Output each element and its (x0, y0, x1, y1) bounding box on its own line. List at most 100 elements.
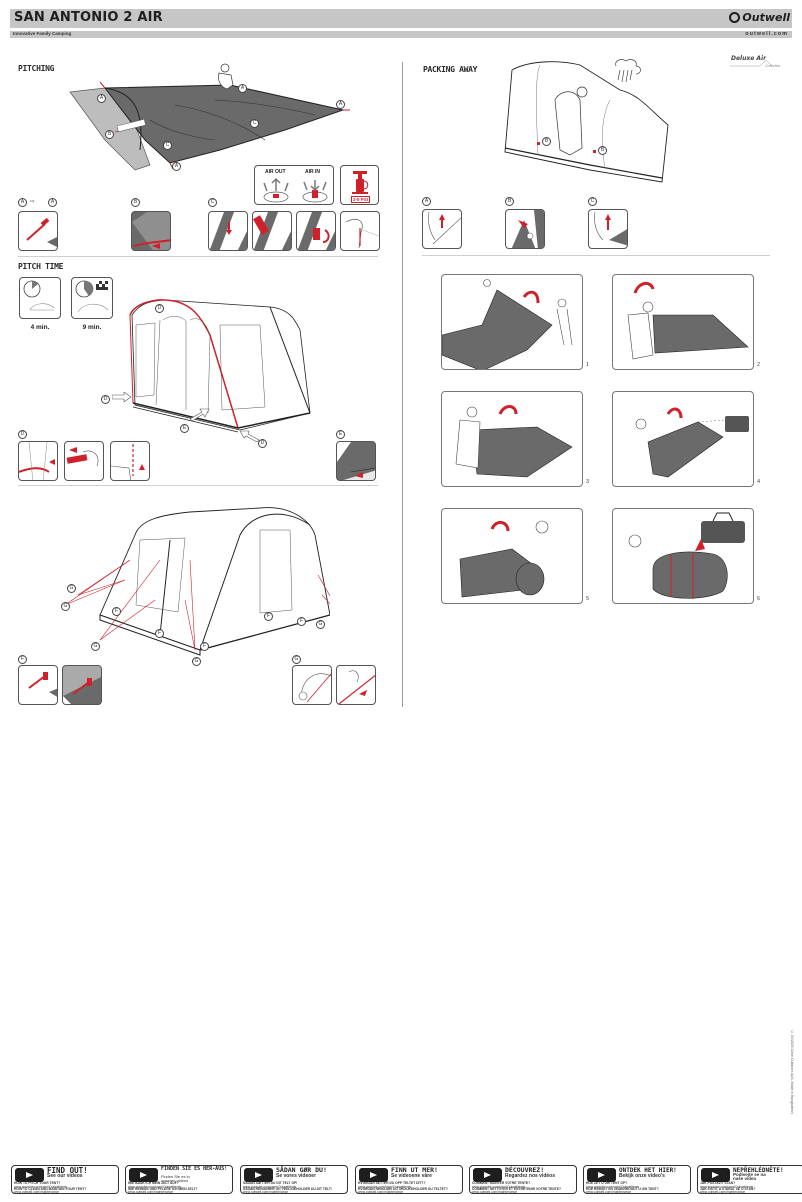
website-link[interactable]: outwell.com (745, 30, 788, 37)
deflating-tent-illustration (504, 61, 669, 183)
video-card-subtitle: Se vores videoer (276, 1173, 317, 1179)
video-card-title: ONTDEK HET HIER! (619, 1167, 677, 1174)
video-card-no[interactable]: FINN UT MER! Se videoene våre HVORDAN SE… (355, 1165, 463, 1194)
video-card-q1: SÅDAN SÆTTER DU DIT TELT OP! (243, 1181, 298, 1185)
marker-b-pack-1: B (542, 137, 551, 146)
play-icon[interactable] (701, 1168, 730, 1182)
video-card-cz[interactable]: NEPŘEHLÉDNĚTE! Podívejte se na naše vide… (697, 1165, 802, 1194)
pack-step-marker-b: B (505, 197, 514, 206)
video-card-q1: HOW TO PITCH YOUR TENT? (14, 1181, 61, 1185)
clock-4min-icon (23, 280, 55, 311)
air-valve-panel: AIR OUT AIR IN (254, 165, 334, 205)
marker-c2: C (163, 141, 172, 150)
video-card-subtitle: Regardez nos vidéos (505, 1173, 556, 1179)
time-panel-first (19, 277, 61, 319)
video-card-subtitle: Podívejte se na naše videa (733, 1172, 766, 1182)
play-icon[interactable] (473, 1168, 502, 1182)
step-c-panel-1 (208, 211, 248, 251)
tent-guylines-illustration (64, 507, 330, 656)
guyline-tension-icon (338, 670, 375, 704)
collection-swoosh-icon (730, 59, 773, 67)
ground-sheet-icon (337, 442, 375, 480)
video-card-url2[interactable]: www.outwell.com/maintenance (472, 1190, 518, 1194)
step-marker-e: E (336, 430, 345, 439)
pitch-time-divider (18, 485, 378, 486)
fold-step-3-panel (441, 391, 583, 487)
pitching-divider (18, 256, 378, 257)
bag-pack-icon (628, 512, 745, 599)
marker-a3: A (336, 100, 345, 109)
marker-d-top: D (155, 304, 164, 313)
marker-f-5: F (297, 617, 306, 626)
packing-away-title: PACKING AWAY (423, 65, 478, 74)
brand-logo: Outwell (729, 11, 790, 24)
fold-lift-icon (442, 279, 573, 369)
video-card-subtitle: Bekijk onze video's (619, 1173, 665, 1179)
fold-step-2-panel (612, 274, 754, 370)
video-card-q2: WIE REINIGE UND PFLEGE ICH MEIN ZELT? (128, 1187, 198, 1191)
marker-a2: A (97, 94, 106, 103)
packing-divider (422, 255, 770, 256)
video-card-fr[interactable]: DÉCOUVREZ! Regardez nos vidéos COMMENT M… (469, 1165, 577, 1194)
air-cloud-icon (615, 59, 641, 83)
arrow-icon: ⇨ (30, 199, 35, 205)
step-marker-d: D (18, 430, 27, 439)
video-card-q1: WIE BAUE ICH MEIN ZELT AUF? (128, 1181, 179, 1185)
video-card-url2[interactable]: www.outwell.com/maintenance (700, 1190, 746, 1194)
marker-d-left: D (101, 395, 110, 404)
peg-mallet-dark-icon (63, 666, 101, 704)
step-d-panel-3 (110, 441, 150, 481)
marker-a1: A (238, 84, 247, 93)
video-card-da[interactable]: SÅDAN GØR DU! Se vores videoer SÅDAN SÆT… (240, 1165, 348, 1194)
step-e-panel (336, 441, 376, 481)
video-card-url2[interactable]: www.outwell.com/maintenance (358, 1190, 404, 1194)
video-card-url1[interactable]: www.youtube.com/user/Outwelltents (358, 1184, 412, 1189)
air-in-icon (302, 180, 328, 203)
video-card-url2[interactable]: www.outwell.com/maintenance (14, 1190, 60, 1194)
play-icon[interactable] (15, 1168, 44, 1182)
air-out-icon (263, 177, 289, 203)
marker-c1: C (250, 119, 259, 128)
step-c-panel-2 (252, 211, 292, 251)
video-card-url1[interactable]: www.youtube.com/user/Outwelltents (14, 1184, 68, 1189)
play-icon[interactable] (587, 1168, 616, 1182)
peg-hammer-icon (26, 217, 57, 247)
video-card-url1[interactable]: www.youtube.com/user/Outwelltents (472, 1184, 526, 1189)
video-card-de[interactable]: FINDEN SIE ES HER-AUS! Finden Sie es in … (125, 1165, 233, 1194)
video-card-url1[interactable]: www.youtube.com/user/Outwelltents (128, 1184, 182, 1189)
fold-measure-bag-icon (635, 407, 749, 478)
step-marker-g: G (292, 655, 301, 664)
video-card-url2[interactable]: www.outwell.com/maintenance (586, 1190, 632, 1194)
video-card-url2[interactable]: www.outwell.com/maintenance (243, 1190, 289, 1194)
peg-pull-icon (594, 211, 627, 246)
video-card-nl[interactable]: ONTDEK HET HIER! Bekijk onze video's HOE… (583, 1165, 691, 1194)
video-card-url2[interactable]: www.outwell.com/maintenance (128, 1190, 174, 1194)
pack-step-marker-c: C (588, 197, 597, 206)
video-card-url1[interactable]: www.youtube.com/user/Outwelltents (700, 1184, 754, 1189)
video-card-url1[interactable]: www.youtube.com/user/Outwelltents (586, 1184, 640, 1189)
pack-step-a-panel (422, 209, 462, 249)
pitching-title: PITCHING (18, 64, 55, 73)
marker-f-1: F (112, 607, 121, 616)
valve-press-icon (209, 212, 247, 250)
video-card-q1: JAK POSTAVIT STAN? (700, 1181, 736, 1185)
video-card-en[interactable]: FIND OUT! See our videos HOW TO PITCH YO… (11, 1165, 119, 1194)
video-card-subtitle: Finden Sie es in unseren videos (161, 1174, 190, 1184)
inflated-tent-illustration (129, 299, 311, 433)
step-marker-f: F (18, 655, 27, 664)
air-out-label: AIR OUT (265, 169, 286, 175)
pump-psi-label: 2-5 PSI (351, 196, 371, 203)
play-icon[interactable] (244, 1168, 273, 1182)
step-a-panel (18, 211, 58, 251)
video-card-title: NEPŘEHLÉDNĚTE! (733, 1167, 784, 1174)
collection-sub: Collection (765, 64, 781, 68)
marker-g-5: G (316, 620, 325, 629)
play-icon[interactable] (129, 1168, 158, 1182)
video-card-url1[interactable]: www.youtube.com/user/Outwelltents (243, 1184, 297, 1189)
video-card-q1: COMMENT MONTER VOTRE TENTE? (472, 1181, 531, 1185)
video-card-title: DÉCOUVREZ! (505, 1166, 545, 1174)
fold-step-4-panel (612, 391, 754, 487)
play-icon[interactable] (359, 1168, 388, 1182)
fold-step-1-number: 1 (586, 362, 590, 368)
marker-g-2: G (61, 602, 70, 611)
